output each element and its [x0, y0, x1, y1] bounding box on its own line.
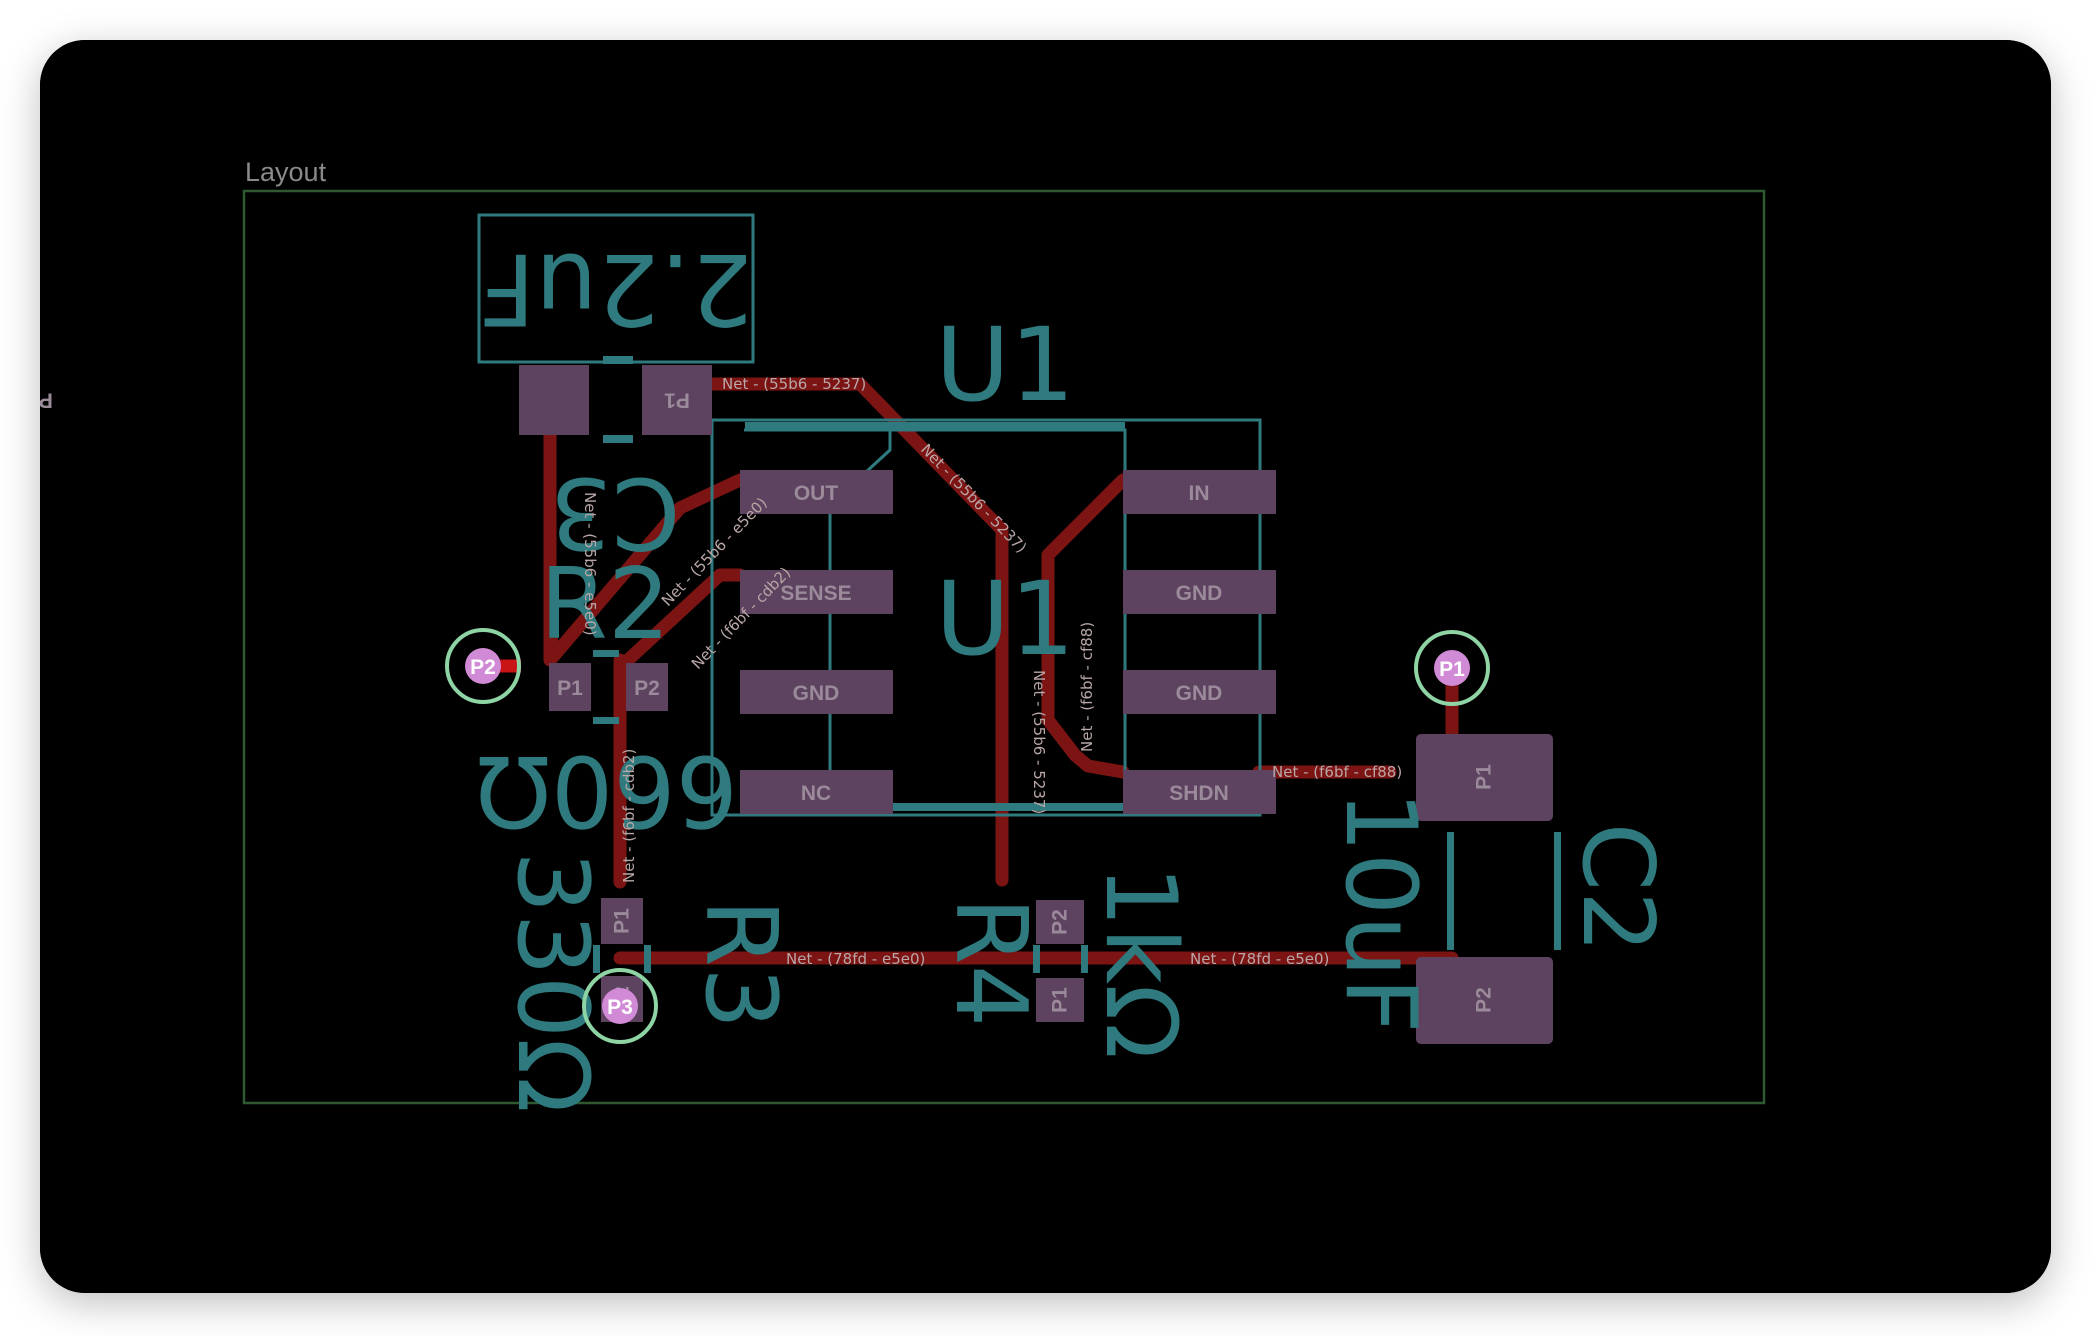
net-label: Net - (55b6 - 5237) — [722, 375, 866, 393]
r2-footprint[interactable]: R2 P1 P2 660Ω — [476, 548, 738, 847]
svg-text:P1: P1 — [1049, 987, 1072, 1013]
svg-text:P2: P2 — [470, 656, 496, 679]
trace-f6bf-cf88-u1[interactable] — [1041, 473, 1130, 779]
r2-value-label: 660Ω — [476, 733, 738, 847]
c2-value-label: 10uF — [1323, 790, 1437, 1033]
svg-text:P1: P1 — [1439, 658, 1465, 681]
c3-footprint[interactable]: 2.2uF P2 P1 C3 — [40, 213, 755, 569]
svg-text:P2: P2 — [634, 677, 660, 700]
u1-silk-bottom-bar — [830, 803, 1125, 811]
r3-pad-p1[interactable] — [601, 898, 643, 944]
u1-courtyard — [710, 418, 1262, 817]
r2-pad-p1[interactable] — [549, 663, 591, 711]
r4-pad-p2[interactable] — [1036, 900, 1084, 944]
svg-text:P2: P2 — [1049, 909, 1072, 935]
layout-title: Layout — [245, 157, 327, 187]
svg-text:P1: P1 — [557, 677, 583, 700]
svg-text:SENSE: SENSE — [780, 582, 851, 605]
u1-ref-label-inner: U1 — [935, 560, 1075, 679]
r4-pad-p1[interactable] — [1036, 978, 1084, 1022]
port-p3[interactable]: P3 — [582, 968, 658, 1044]
svg-text:P2: P2 — [40, 389, 53, 412]
u1-pin-shdn[interactable] — [1123, 770, 1276, 814]
net-label: Net - (f6bf - cdb2) — [620, 749, 638, 883]
net-label: Net - (55b6 - e5e0) — [581, 492, 599, 636]
net-label: Net - (55b6 - 5237) — [1030, 670, 1048, 814]
svg-text:GND: GND — [793, 682, 840, 705]
r2-ref-label: R2 — [540, 548, 670, 662]
board-outline — [242, 189, 1766, 1105]
svg-text:P1: P1 — [1473, 764, 1496, 790]
net-label: Net - (78fd - e5e0) — [1190, 950, 1329, 968]
u1-pin-gnd-right-1[interactable] — [1123, 570, 1276, 614]
svg-text:P3: P3 — [607, 996, 633, 1019]
svg-text:SHDN: SHDN — [1169, 782, 1229, 805]
net-label: Net - (78fd - e5e0) — [786, 950, 925, 968]
u1-pin-out[interactable] — [740, 470, 893, 514]
c2-ref-label: C2 — [1560, 823, 1674, 954]
r3-ref-label: R3 — [683, 899, 797, 1029]
c3-ref-label: C3 — [550, 455, 681, 569]
pcb-canvas[interactable]: Layout U1 U1 OUT SENSE GND NC IN — [40, 40, 2051, 1293]
svg-text:GND: GND — [1176, 582, 1223, 605]
r4-value-label: 1kΩ — [1083, 865, 1197, 1059]
port-p1[interactable]: P1 — [1414, 630, 1490, 706]
r3-value-label: 330Ω — [495, 851, 609, 1113]
c3-pad-p2[interactable] — [519, 365, 589, 435]
r2-pad-p2[interactable] — [626, 663, 668, 711]
trace-f6bf-cdb2-upper[interactable] — [621, 568, 747, 667]
r4-footprint[interactable]: P2 P1 R4 1kΩ — [933, 865, 1197, 1059]
c2-pad-p1[interactable] — [1416, 734, 1553, 821]
net-label: Net - (f6bf - cf88) — [1272, 763, 1402, 781]
u1-ref-label: U1 — [935, 306, 1075, 425]
u1-pin-nc[interactable] — [740, 770, 893, 814]
svg-text:P1: P1 — [611, 908, 634, 934]
svg-text:GND: GND — [1176, 682, 1223, 705]
c2-pad-p2[interactable] — [1416, 957, 1553, 1044]
u1-footprint[interactable]: U1 U1 OUT SENSE GND NC IN GND GND SHDN — [710, 306, 1276, 817]
pcb-viewer-panel: Layout U1 U1 OUT SENSE GND NC IN — [40, 40, 2051, 1293]
net-label: Net - (f6bf - cf88) — [1078, 622, 1096, 752]
c2-footprint[interactable]: P1 P2 C2 10uF — [1323, 734, 1674, 1044]
svg-text:P1: P1 — [664, 389, 690, 412]
trace-55b6-5237[interactable] — [691, 377, 1009, 887]
c3-value-label: 2.2uF — [479, 231, 753, 345]
svg-text:IN: IN — [1189, 482, 1210, 505]
u1-pin-gnd-right-2[interactable] — [1123, 670, 1276, 714]
u1-pin-in[interactable] — [1123, 470, 1276, 514]
trace-55b6-e5e0[interactable] — [543, 473, 747, 665]
svg-text:P2: P2 — [1473, 987, 1496, 1013]
u1-pin-gnd-left[interactable] — [740, 670, 893, 714]
u1-silk-top-bar — [745, 422, 1125, 430]
svg-text:OUT: OUT — [794, 482, 839, 505]
u1-pin-sense[interactable] — [740, 570, 893, 614]
svg-text:NC: NC — [801, 782, 831, 805]
port-p2[interactable]: P2 — [445, 628, 521, 704]
c3-pad-p1[interactable] — [642, 365, 712, 435]
r4-ref-label: R4 — [933, 897, 1047, 1027]
